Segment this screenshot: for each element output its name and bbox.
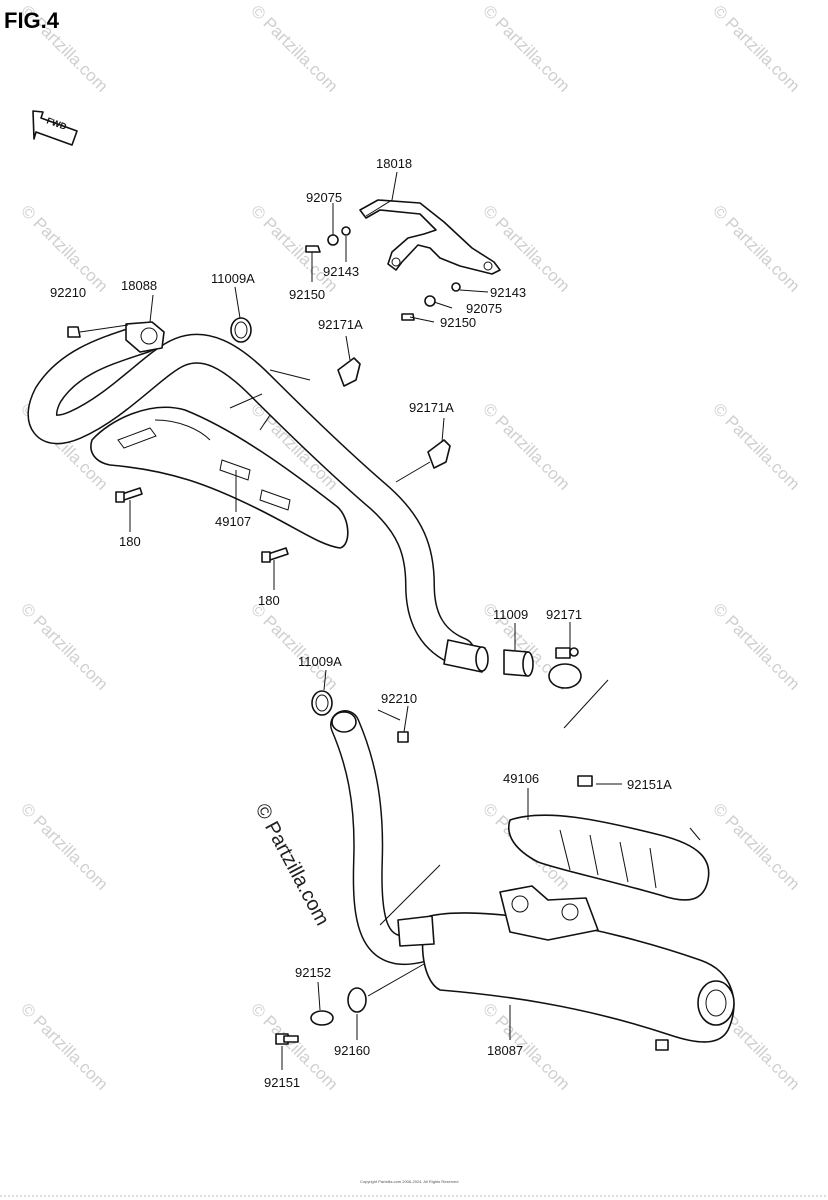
label-11009A: 11009A (298, 654, 342, 669)
label-92152: 92152 (295, 965, 331, 980)
label-92210: 92210 (50, 285, 86, 300)
watermark: © Partzilla.com (709, 599, 803, 693)
watermark: © Partzilla.com (709, 1, 803, 95)
label-92143: 92143 (323, 264, 359, 279)
bracket-18018 (359, 199, 501, 275)
label-92171A: 92171A (409, 400, 454, 415)
nut-92210-top (67, 326, 81, 338)
label-92075: 92075 (306, 190, 342, 205)
watermark: © Partzilla.com (479, 399, 573, 493)
label-92210: 92210 (381, 691, 417, 706)
figure-title: FIG.4 (4, 8, 60, 33)
label-92150: 92150 (440, 315, 476, 330)
label-92151: 92151 (264, 1075, 300, 1090)
collar-11009 (503, 649, 534, 677)
washer-92152 (310, 1010, 334, 1026)
gasket-11009A-lower (311, 690, 333, 716)
watermark: © Partzilla.com (709, 399, 803, 493)
clip-92171A-lower (427, 439, 451, 469)
leader-lines (79, 171, 701, 1070)
footer-copyright: Copyright Partzilla.com 2006-2024, All R… (360, 1179, 459, 1184)
label-180: 180 (119, 534, 141, 549)
label-92171: 92171 (546, 607, 582, 622)
label-180: 180 (258, 593, 280, 608)
gasket-11009A-top (230, 317, 252, 343)
watermark-center: © Partzilla.com (251, 800, 334, 929)
heat-guard-49107 (90, 406, 349, 549)
label-92150: 92150 (289, 287, 325, 302)
clip-92171A-upper (337, 357, 361, 387)
front-exhaust-pipe (27, 321, 489, 673)
watermark: © Partzilla.com (247, 1, 341, 95)
watermark: © Partzilla.com (17, 201, 111, 295)
label-49106: 49106 (503, 771, 539, 786)
screw-92151A (577, 775, 593, 787)
rear-exhaust-pipe (330, 710, 435, 965)
heat-guard-49106 (508, 814, 710, 901)
bolt-180-upper (115, 487, 143, 503)
bolt-92151 (275, 1033, 299, 1045)
label-92160: 92160 (334, 1043, 370, 1058)
watermark: © Partzilla.com (17, 599, 111, 693)
label-92143: 92143 (490, 285, 526, 300)
clamp-92171 (548, 647, 582, 689)
label-18087: 18087 (487, 1043, 523, 1058)
watermark: © Partzilla.com (709, 201, 803, 295)
label-92075: 92075 (466, 301, 502, 316)
muffler-18087 (397, 885, 735, 1051)
hardware-top (305, 226, 461, 321)
watermark: © Partzilla.com (247, 599, 341, 693)
watermark: © Partzilla.com (17, 799, 111, 893)
watermark: © Partzilla.com (709, 799, 803, 893)
part-labels: 18018 92075 92143 92150 92143 92075 9215… (50, 156, 672, 1090)
label-92151A: 92151A (627, 777, 672, 792)
label-92171A: 92171A (318, 317, 363, 332)
watermark: © Partzilla.com (17, 999, 111, 1093)
fwd-arrow-icon: FWD (32, 110, 78, 146)
watermark: © Partzilla.com (479, 1, 573, 95)
label-49107: 49107 (215, 514, 251, 529)
grommet-92160 (347, 987, 367, 1013)
watermark: © Partzilla.com (479, 201, 573, 295)
label-11009A: 11009A (211, 271, 255, 286)
label-18088: 18088 (121, 278, 157, 293)
label-18018: 18018 (376, 156, 412, 171)
nut-92210-lower (397, 731, 409, 743)
bolt-180-lower (261, 547, 289, 563)
label-11009: 11009 (493, 607, 528, 622)
watermark: © Partzilla.com (247, 201, 341, 295)
